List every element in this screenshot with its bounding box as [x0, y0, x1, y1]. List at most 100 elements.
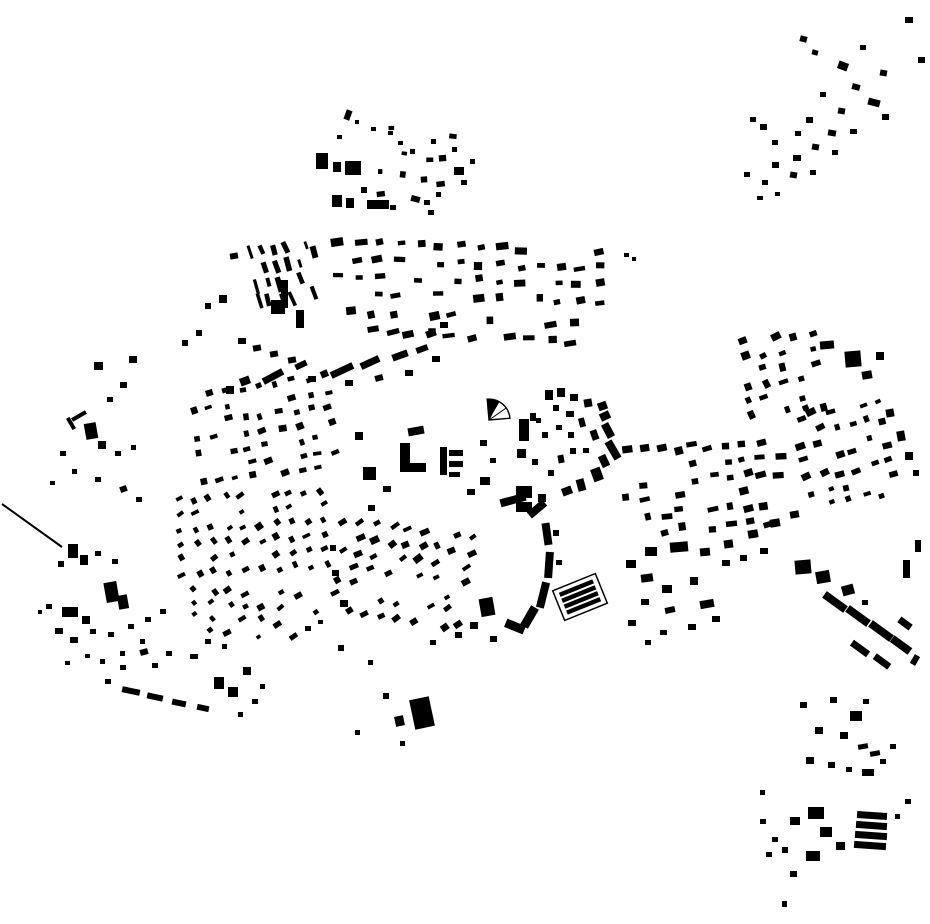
building: [410, 194, 421, 204]
building: [699, 547, 711, 557]
building: [214, 476, 224, 484]
building: [837, 107, 846, 115]
building: [430, 558, 441, 568]
building: [639, 482, 648, 489]
building: [897, 616, 913, 631]
building: [721, 442, 730, 450]
building: [878, 492, 885, 500]
building: [327, 417, 337, 427]
building: [514, 247, 528, 255]
building: [870, 459, 880, 467]
building: [241, 565, 251, 574]
building: [252, 699, 258, 704]
building: [523, 335, 535, 341]
building: [909, 654, 921, 666]
building: [842, 484, 850, 492]
building: [146, 692, 164, 702]
building: [577, 417, 587, 428]
building: [365, 564, 375, 572]
building: [889, 635, 913, 655]
building: [775, 192, 780, 196]
building: [495, 241, 509, 251]
building: [495, 279, 504, 286]
building: [628, 620, 636, 626]
building: [359, 610, 369, 619]
building: [557, 454, 565, 464]
building: [332, 272, 344, 278]
building: [204, 404, 213, 411]
building: [311, 434, 319, 441]
building: [171, 698, 187, 708]
building: [175, 495, 184, 502]
building: [795, 131, 801, 136]
building: [330, 237, 344, 248]
building: [701, 444, 713, 453]
building: [355, 120, 359, 124]
building: [570, 448, 576, 454]
building: [866, 434, 873, 442]
building: [448, 133, 457, 140]
building: [860, 45, 866, 50]
building: [361, 187, 367, 193]
building: [145, 617, 151, 622]
building: [371, 127, 376, 131]
building: [790, 817, 800, 825]
building: [896, 430, 906, 442]
building: [517, 449, 526, 458]
building-cluster-east-upper: [737, 329, 828, 420]
building: [193, 435, 201, 442]
building: [120, 382, 127, 388]
building-region-north-band-extras: [182, 245, 636, 394]
building: [583, 398, 593, 408]
building: [545, 390, 553, 400]
hatched-building-stripe: [563, 591, 599, 609]
building: [182, 340, 188, 346]
building: [83, 422, 99, 440]
building: [372, 519, 382, 527]
building: [856, 810, 888, 821]
building: [553, 530, 559, 536]
building: [563, 339, 577, 348]
building: [376, 612, 386, 620]
building: [377, 597, 385, 605]
building: [490, 636, 497, 642]
building: [271, 380, 278, 389]
building: [415, 344, 429, 354]
building: [846, 767, 852, 772]
building: [432, 291, 444, 296]
building: [535, 581, 551, 609]
building: [80, 555, 88, 565]
building: [548, 335, 557, 344]
building: [449, 461, 463, 467]
building: [743, 467, 754, 478]
building-cluster-north-band-2: [345, 306, 580, 348]
building: [276, 603, 285, 612]
building: [530, 413, 536, 421]
building: [766, 852, 772, 857]
building: [387, 539, 398, 550]
building: [190, 496, 198, 505]
building: [264, 293, 272, 307]
building: [252, 344, 262, 352]
building: [271, 300, 285, 314]
building: [289, 548, 298, 557]
building: [782, 901, 787, 907]
building: [699, 598, 715, 610]
building: [351, 256, 363, 265]
building: [874, 398, 882, 405]
building: [772, 837, 778, 842]
building: [298, 438, 306, 446]
building: [108, 632, 114, 637]
building: [319, 369, 330, 379]
building: [595, 278, 606, 287]
building: [98, 441, 106, 449]
fan-radial-line: [488, 407, 507, 421]
building: [726, 502, 734, 511]
building: [307, 564, 315, 571]
building: [278, 424, 288, 433]
building-region-east-field-extras: [626, 340, 919, 645]
building: [621, 493, 630, 502]
building: [737, 440, 746, 448]
building: [433, 541, 441, 550]
building: [190, 406, 199, 415]
